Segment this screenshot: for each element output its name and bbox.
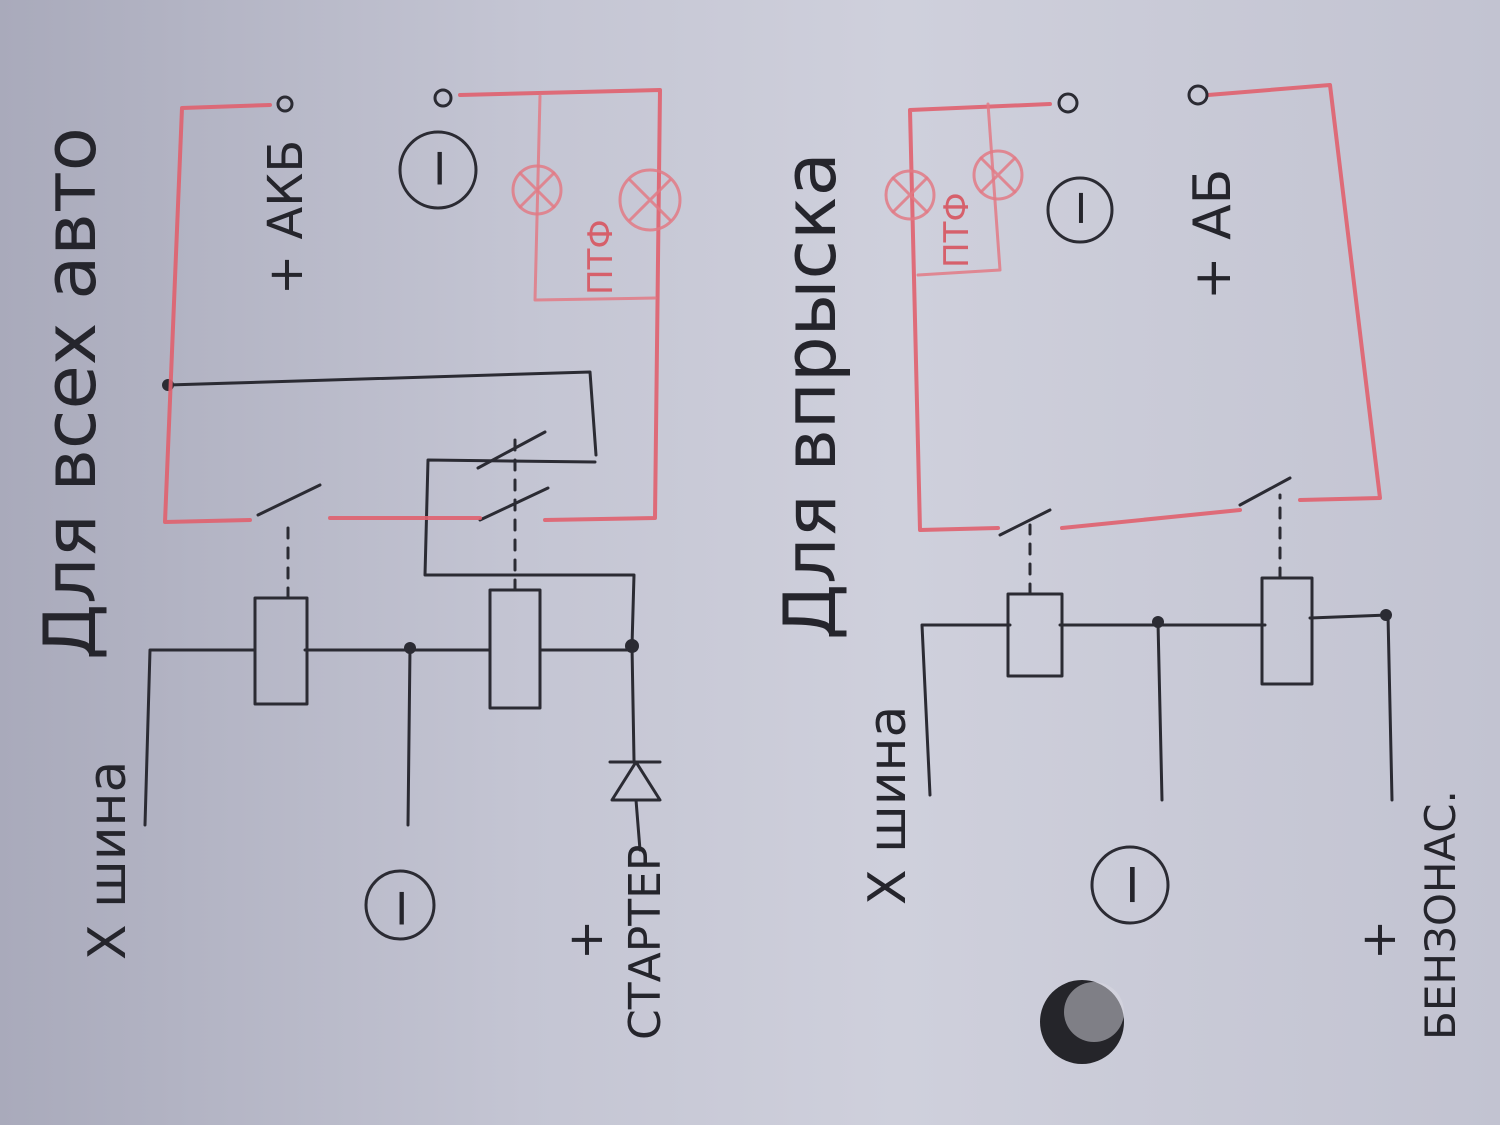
top-starter-label: СТАРТЕР xyxy=(620,845,671,1040)
top-relay2-coil xyxy=(488,588,542,710)
bottom-relay1-contact xyxy=(998,508,1052,537)
bottom-plus-label: + xyxy=(1351,920,1407,960)
top-ground-label: − xyxy=(371,886,431,930)
bottom-minus-terminal xyxy=(1057,92,1079,114)
bottom-ptf-label: ПТФ xyxy=(937,192,977,268)
top-minus-terminal-label: − xyxy=(409,146,469,190)
bottom-fog-lamp-1 xyxy=(884,169,936,221)
bottom-ground-circle xyxy=(1090,845,1170,925)
top-fog-lamp-2-cross xyxy=(628,178,672,222)
top-red-loop xyxy=(163,88,662,524)
bottom-fuel-pump-label: БЕНЗОНАС. xyxy=(1416,790,1465,1040)
bottom-relay2-coil xyxy=(1260,576,1314,686)
bottom-fog-lamp-1-cross xyxy=(891,176,929,214)
bottom-red-loop xyxy=(908,83,1382,532)
top-fog-lamp-1 xyxy=(511,164,563,216)
bottom-ab-terminal xyxy=(1187,84,1209,106)
bottom-title: Для впрыска xyxy=(768,152,852,640)
bottom-circuit xyxy=(884,83,1394,925)
bottom-bus-label: X шина xyxy=(858,706,918,905)
punch-hole-edge xyxy=(1064,982,1124,1042)
bottom-relay2-contact xyxy=(1238,476,1292,507)
bottom-fog-lamp-2-cross xyxy=(979,156,1017,194)
bottom-lamp-wire xyxy=(916,102,1002,277)
top-minus-terminal-circle xyxy=(398,130,478,210)
top-akb-label: + АКБ xyxy=(258,140,314,295)
bottom-minus-terminal-label: − xyxy=(1052,188,1108,228)
top-ground-circle xyxy=(364,869,436,941)
bottom-junction-2 xyxy=(1380,609,1392,621)
top-relay2-contact-a xyxy=(476,430,547,470)
top-lamp-wire xyxy=(533,94,657,302)
bottom-fog-lamp-2 xyxy=(972,149,1024,201)
top-minus-terminal xyxy=(433,88,453,108)
top-ground-wire xyxy=(406,646,412,827)
top-fog-lamp-2 xyxy=(618,168,682,232)
top-ptf-label: ПТФ xyxy=(581,219,621,295)
top-link-wire xyxy=(166,370,598,457)
top-plus-label: + xyxy=(558,920,614,960)
bottom-minus-terminal-circle xyxy=(1046,176,1114,244)
top-relay1-contact xyxy=(256,483,322,517)
top-starter-wire xyxy=(630,644,636,762)
bottom-relay1-coil xyxy=(1006,592,1064,678)
top-akb-terminal xyxy=(276,95,294,113)
top-bus-wire xyxy=(143,648,632,827)
top-bus-label: X шина xyxy=(78,761,138,960)
top-fog-lamp-1-cross xyxy=(518,171,556,209)
top-title: Для всех авто xyxy=(28,127,112,660)
top-relay-feed xyxy=(423,458,636,648)
bottom-ground-wire xyxy=(1156,620,1164,802)
top-circuit xyxy=(143,88,682,941)
bottom-ab-label: + АБ xyxy=(1183,169,1243,300)
top-diode xyxy=(608,760,662,852)
top-relay1-coil xyxy=(253,596,309,706)
bottom-ground-label: − xyxy=(1099,861,1164,908)
